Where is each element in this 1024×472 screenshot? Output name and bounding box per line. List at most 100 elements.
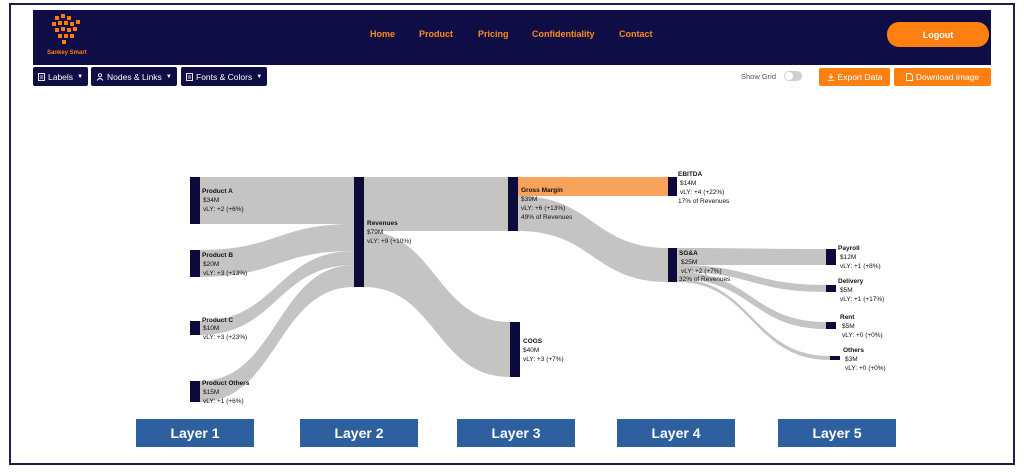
label-ebitda-name: EBITDA xyxy=(678,171,703,178)
link-product-c-revenues[interactable] xyxy=(200,251,354,335)
link-sga-payroll[interactable] xyxy=(677,248,826,265)
label-revenues-vly: vLY: +9 (+10%) xyxy=(367,238,411,245)
link-sga-delivery[interactable] xyxy=(677,265,826,292)
label-cogs-value: $40M xyxy=(523,347,539,354)
label-product-c-value: $10M xyxy=(203,325,219,332)
node-others[interactable] xyxy=(830,356,840,360)
top-navbar: Sankey Smart Home Product Pricing Confid… xyxy=(33,10,991,65)
nav-product[interactable]: Product xyxy=(419,29,454,39)
caret-down-icon: ▼ xyxy=(77,73,84,80)
link-sga-others[interactable] xyxy=(677,279,830,360)
node-product-c[interactable] xyxy=(190,321,200,335)
label-cogs-name: COGS xyxy=(523,338,543,345)
layer-1-label: Layer 1 xyxy=(136,419,254,447)
label-delivery-name: Delivery xyxy=(838,278,864,285)
label-sga-name: SG&A xyxy=(679,250,698,257)
people-icon xyxy=(96,72,104,81)
label-others-value: $3M xyxy=(845,356,858,363)
sankey-nodes xyxy=(190,177,840,402)
label-sga-share: 32% of Revenues xyxy=(679,276,731,283)
label-gross-margin-vly: vLY: +6 (+13%) xyxy=(521,205,565,212)
label-rent-vly: vLY: +0 (+0%) xyxy=(842,332,883,339)
nodes-links-dropdown-label: Nodes & Links xyxy=(107,71,162,82)
label-product-others-value: $15M xyxy=(203,389,219,396)
label-ebitda-share: 17% of Revenues xyxy=(678,198,730,205)
sankey-links xyxy=(200,177,830,402)
labels-dropdown[interactable]: Labels▼ xyxy=(33,67,89,86)
caret-down-icon: ▼ xyxy=(256,73,263,80)
label-product-others-vly: vLY: +1 (+6%) xyxy=(203,398,244,405)
label-rent-value: $5M xyxy=(842,323,855,330)
node-revenues[interactable] xyxy=(354,177,364,287)
label-product-c-vly: vLY: +3 (+23%) xyxy=(203,334,247,341)
labels-dropdown-label: Labels xyxy=(48,71,74,82)
download-icon xyxy=(827,73,834,81)
label-sga-vly: vLY: +2 (+7%) xyxy=(681,268,722,275)
fonts-colors-dropdown[interactable]: Fonts & Colors▼ xyxy=(181,67,268,86)
document-icon xyxy=(38,72,45,81)
node-product-a[interactable] xyxy=(190,177,200,224)
document-icon xyxy=(186,72,193,81)
sankey-smart-logo[interactable]: Sankey Smart xyxy=(41,13,91,61)
label-product-others-name: Product Others xyxy=(202,380,250,387)
nav-confidentiality[interactable]: Confidentiality xyxy=(532,29,595,39)
label-delivery-vly: vLY: +1 (+17%) xyxy=(840,296,884,303)
label-cogs-vly: vLY: +3 (+7%) xyxy=(523,356,564,363)
label-product-b-vly: vLY: +3 (+13%) xyxy=(203,270,247,277)
brand-name: Sankey Smart xyxy=(47,50,87,56)
label-product-b-value: $20M xyxy=(203,261,219,268)
show-grid-toggle[interactable] xyxy=(784,71,802,81)
label-ebitda-vly: vLY: +4 (+22%) xyxy=(680,189,724,196)
node-ebitda[interactable] xyxy=(668,177,677,196)
label-gross-margin-value: $39M xyxy=(521,196,537,203)
link-product-b-revenues[interactable] xyxy=(200,224,354,277)
label-product-b-name: Product B xyxy=(202,252,233,259)
node-rent[interactable] xyxy=(826,322,836,329)
node-payroll[interactable] xyxy=(826,249,836,265)
label-others-vly: vLY: +0 (+0%) xyxy=(845,365,886,372)
node-product-others[interactable] xyxy=(190,381,200,402)
label-sga-value: $25M xyxy=(681,259,697,266)
layer-4-label: Layer 4 xyxy=(617,419,735,447)
label-product-a-vly: vLY: +2 (+6%) xyxy=(203,206,244,213)
node-delivery[interactable] xyxy=(826,285,836,292)
file-icon xyxy=(905,73,913,81)
nav-home[interactable]: Home xyxy=(370,29,396,39)
link-sga-rent[interactable] xyxy=(677,272,826,329)
logo-mark-icon xyxy=(52,14,80,44)
label-payroll-value: $12M xyxy=(840,254,856,261)
nodes-links-dropdown[interactable]: Nodes & Links▼ xyxy=(91,67,177,86)
layer-5-label: Layer 5 xyxy=(778,419,896,447)
link-product-others-revenues[interactable] xyxy=(200,265,354,402)
label-gross-margin-share: 49% of Revenues xyxy=(521,214,573,221)
label-rent-name: Rent xyxy=(840,314,855,321)
logout-button[interactable]: Logout xyxy=(887,22,989,47)
download-image-button[interactable]: Download image xyxy=(894,68,991,86)
export-data-label: Export Data xyxy=(837,72,883,82)
layer-2-label: Layer 2 xyxy=(300,419,418,447)
link-revenues-gross-margin[interactable] xyxy=(364,177,508,231)
nav-pricing[interactable]: Pricing xyxy=(478,29,509,39)
node-sga[interactable] xyxy=(668,248,677,282)
label-payroll-vly: vLY: +1 (+8%) xyxy=(840,263,881,270)
link-product-a-revenues[interactable] xyxy=(200,177,354,224)
label-product-a-value: $34M xyxy=(203,197,219,204)
layer-3-label: Layer 3 xyxy=(457,419,575,447)
fonts-colors-dropdown-label: Fonts & Colors xyxy=(196,71,253,82)
sankey-labels: Product A $34M vLY: +2 (+6%) Product B $… xyxy=(202,171,886,405)
export-data-button[interactable]: Export Data xyxy=(819,68,890,86)
caret-down-icon: ▼ xyxy=(165,73,172,80)
node-product-b[interactable] xyxy=(190,250,200,277)
node-cogs[interactable] xyxy=(510,322,520,377)
node-gross-margin[interactable] xyxy=(508,177,518,231)
label-product-c-name: Product C xyxy=(202,317,233,324)
show-grid-label: Show Grid xyxy=(741,72,777,81)
link-revenues-cogs[interactable] xyxy=(364,231,510,377)
download-image-label: Download image xyxy=(915,72,980,82)
label-payroll-name: Payroll xyxy=(838,245,860,252)
link-gross-margin-sga[interactable] xyxy=(518,196,668,282)
link-gross-margin-ebitda[interactable] xyxy=(518,177,668,196)
label-product-a-name: Product A xyxy=(202,188,233,195)
nav-contact[interactable]: Contact xyxy=(619,29,653,39)
